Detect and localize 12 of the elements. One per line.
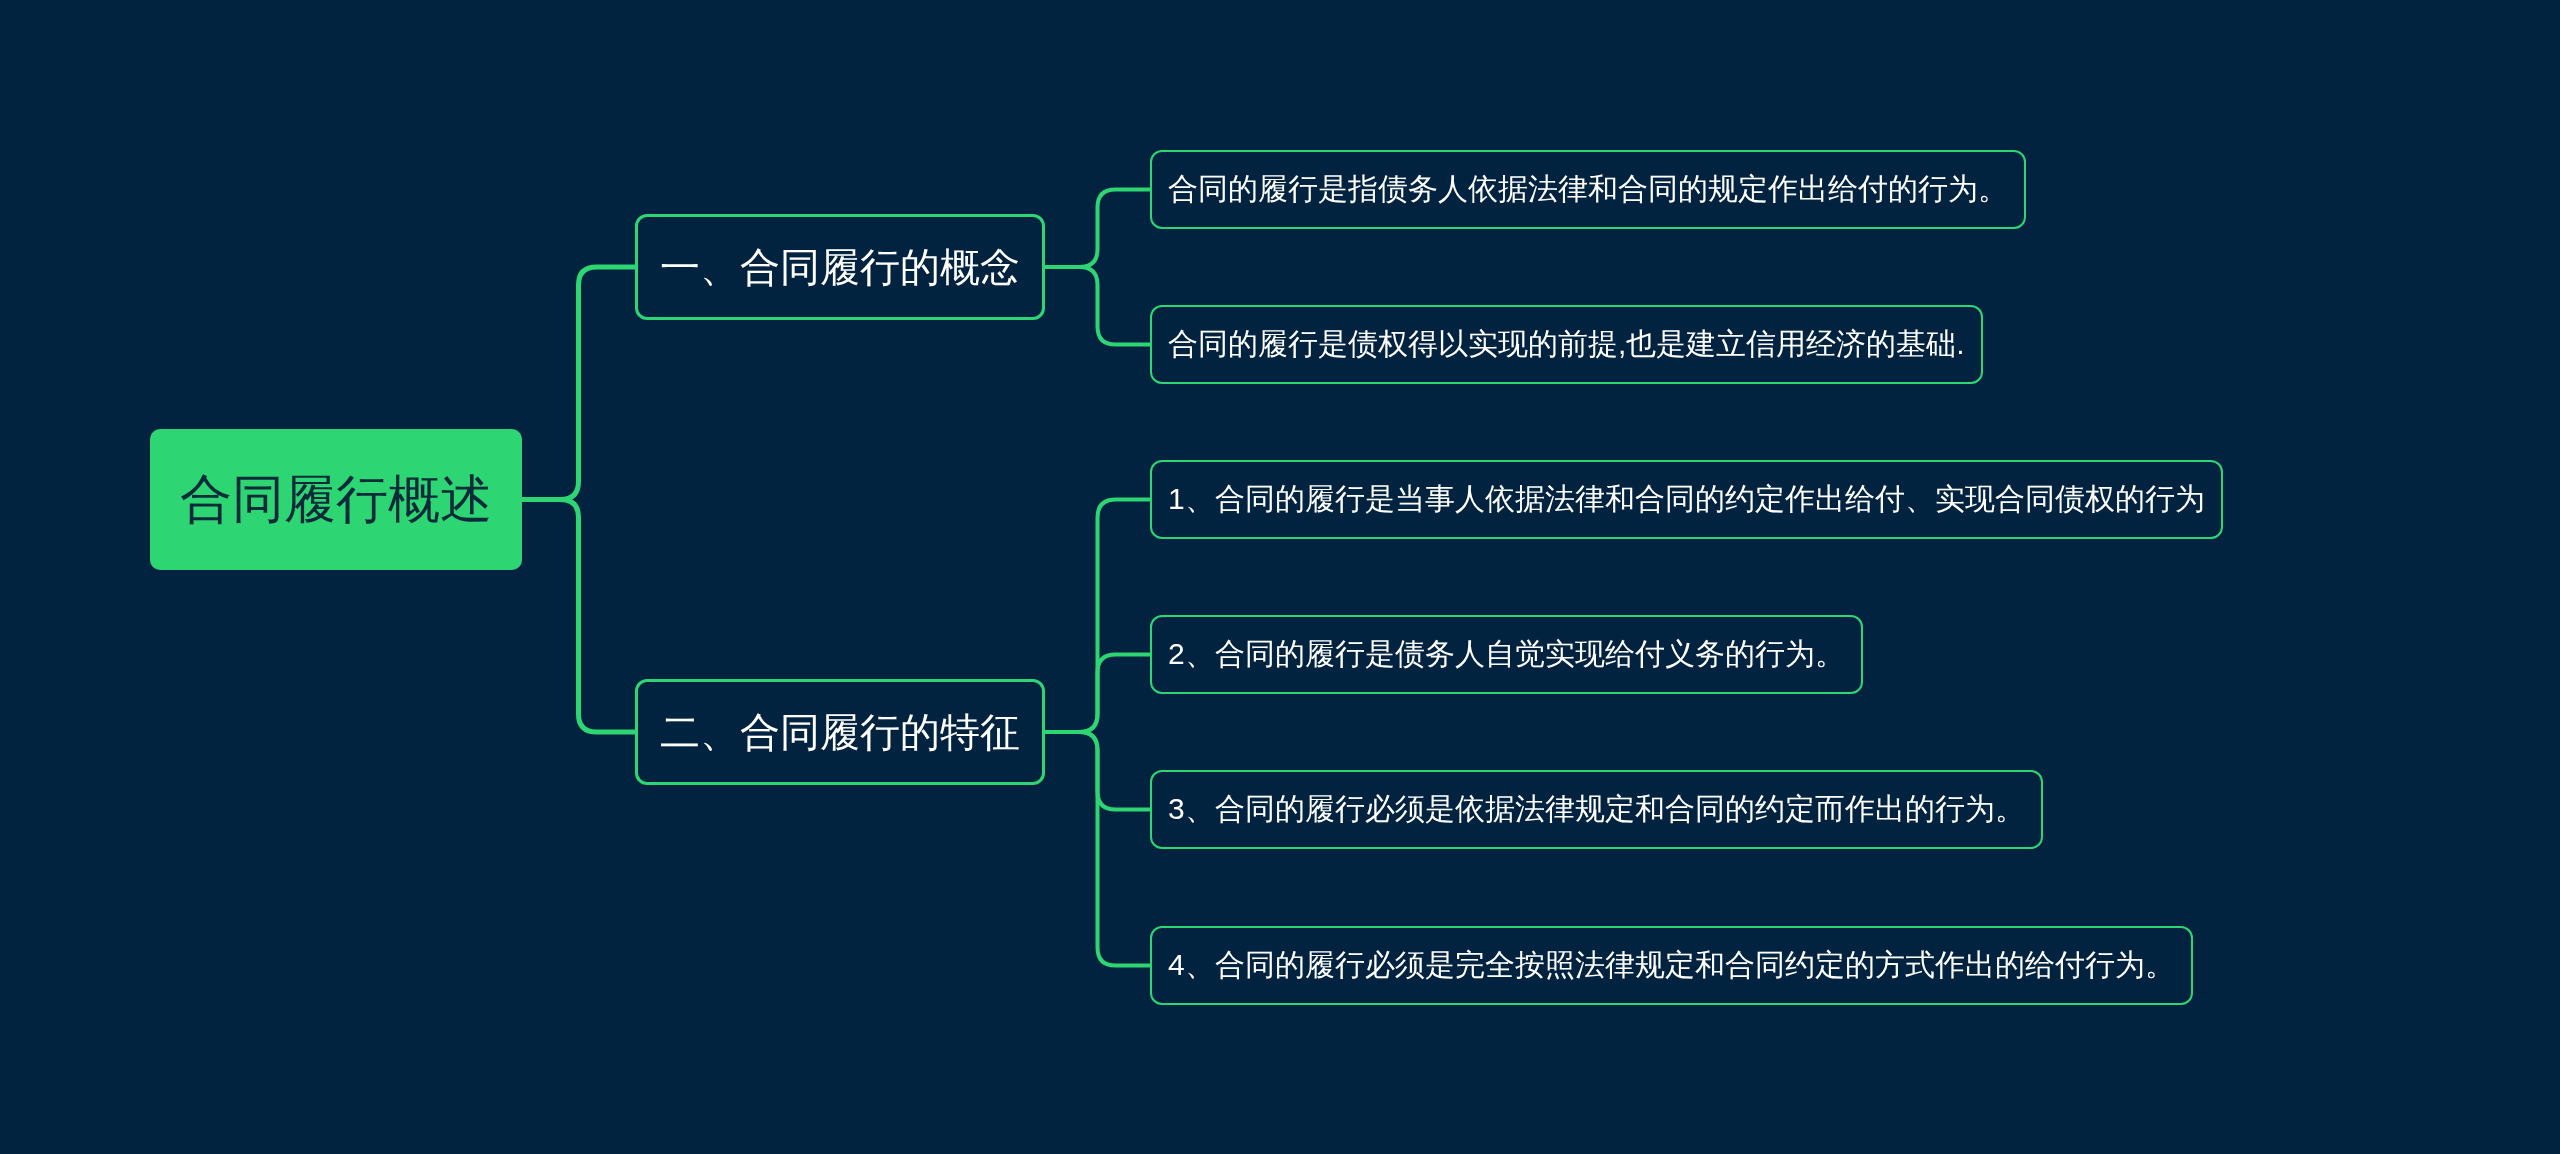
- subtopic-box: 合同的履行是指债务人依据法律和合同的规定作出给付的行为。: [1150, 150, 2026, 229]
- connector-line: [1045, 265, 1150, 347]
- topic-box: 二、合同履行的特征: [635, 679, 1045, 785]
- root-topic-box: 合同履行概述: [150, 429, 522, 570]
- topic-box: 一、合同履行的概念: [635, 214, 1045, 320]
- subtopic-box: 4、合同的履行必须是完全按照法律规定和合同约定的方式作出的给付行为。: [1150, 926, 2193, 1005]
- connector-line: [522, 497, 635, 735]
- subtopic-box: 2、合同的履行是债务人自觉实现给付义务的行为。: [1150, 615, 1863, 694]
- connector-line: [1045, 730, 1150, 968]
- subtopic-box: 合同的履行是债权得以实现的前提,也是建立信用经济的基础.: [1150, 305, 1983, 384]
- subtopic-box: 3、合同的履行必须是依据法律规定和合同的约定而作出的行为。: [1150, 770, 2043, 849]
- subtopic-box: 1、合同的履行是当事人依据法律和合同的约定作出给付、实现合同债权的行为: [1150, 460, 2223, 539]
